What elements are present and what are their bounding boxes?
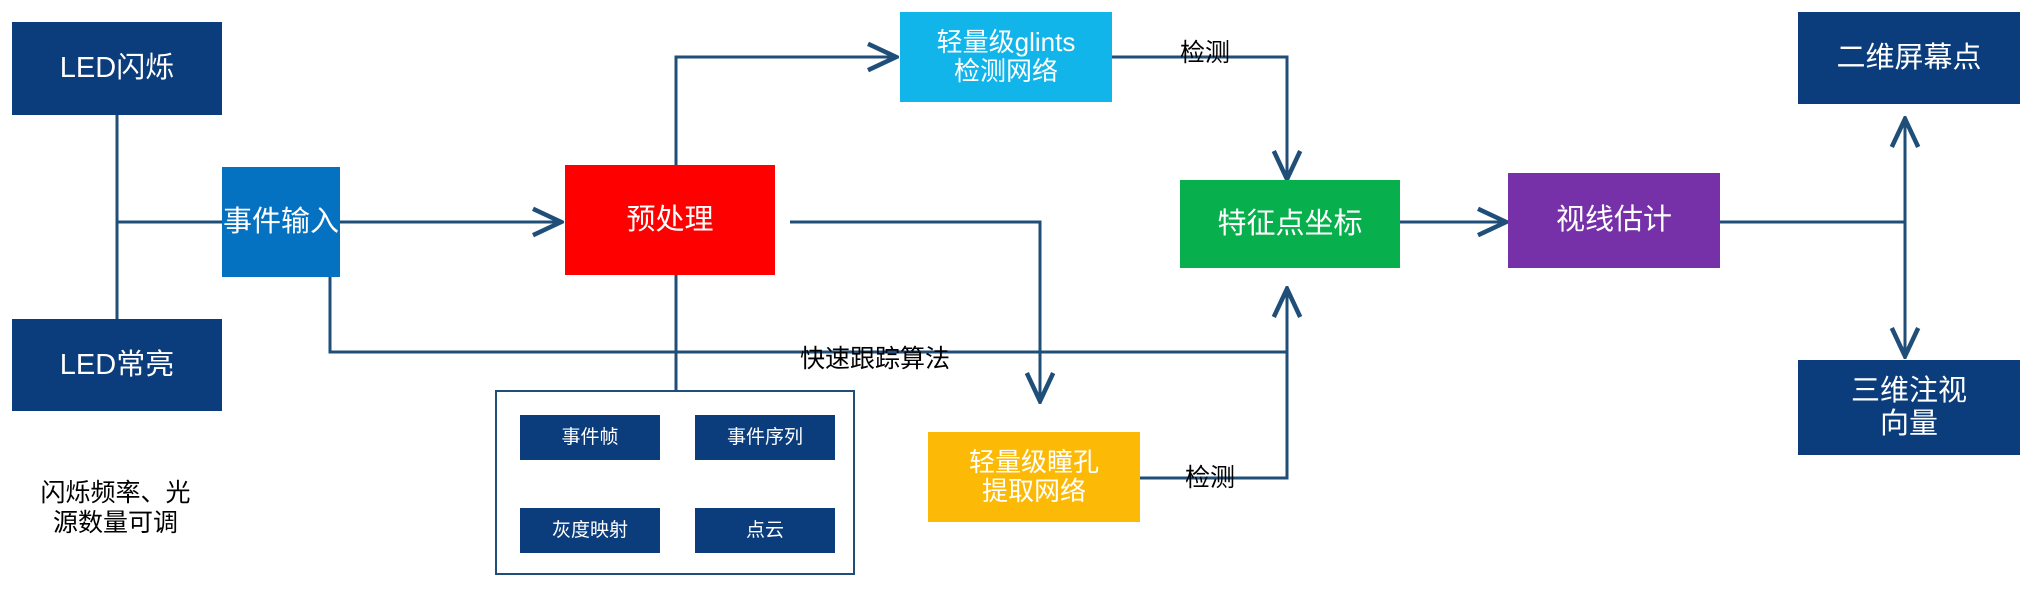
node-gray-mapping[interactable]: 灰度映射 xyxy=(520,508,660,553)
node-event-input[interactable]: 事件输入 xyxy=(222,167,340,277)
led-caption: 闪烁频率、光 源数量可调 xyxy=(8,447,223,539)
node-preprocess[interactable]: 预处理 xyxy=(565,165,775,275)
edge-label-detect-bottom: 检测 xyxy=(1155,432,1265,493)
node-gaze-vector-3d[interactable]: 三维注视 向量 xyxy=(1798,360,2020,455)
led-caption-text: 闪烁频率、光 源数量可调 xyxy=(40,478,191,538)
node-point-cloud[interactable]: 点云 xyxy=(695,508,835,553)
node-preprocess-label: 预处理 xyxy=(626,203,714,236)
node-led-steady-label: LED常亮 xyxy=(59,348,175,381)
node-screen-point-2d-label: 二维屏幕点 xyxy=(1836,41,1982,74)
node-point-cloud-label: 点云 xyxy=(745,519,784,541)
representation-panel xyxy=(495,390,855,575)
node-gaze-estimation[interactable]: 视线估计 xyxy=(1508,173,1720,268)
edge-label-detect-top-text: 检测 xyxy=(1179,38,1230,67)
node-pupil-network-label: 轻量级瞳孔 提取网络 xyxy=(968,446,1099,506)
edge-label-fast-tracking-text: 快速跟踪算法 xyxy=(799,344,950,373)
node-gaze-estimation-label: 视线估计 xyxy=(1555,204,1672,237)
node-event-input-label: 事件输入 xyxy=(222,205,339,238)
node-event-frame-label: 事件帧 xyxy=(561,426,619,448)
node-glints-network-label: 轻量级glints 检测网络 xyxy=(936,26,1076,86)
node-led-blink-label: LED闪烁 xyxy=(59,52,175,85)
node-gray-mapping-label: 灰度映射 xyxy=(551,519,628,541)
node-event-frame[interactable]: 事件帧 xyxy=(520,415,660,460)
node-event-sequence[interactable]: 事件序列 xyxy=(695,415,835,460)
node-screen-point-2d[interactable]: 二维屏幕点 xyxy=(1798,12,2020,104)
node-gaze-vector-3d-label: 三维注视 向量 xyxy=(1850,375,1967,440)
node-event-sequence-label: 事件序列 xyxy=(726,426,803,448)
edge-label-fast-tracking: 快速跟踪算法 xyxy=(755,313,995,374)
edge-label-detect-bottom-text: 检测 xyxy=(1184,463,1235,492)
node-led-steady[interactable]: LED常亮 xyxy=(12,319,222,411)
node-feature-coordinates[interactable]: 特征点坐标 xyxy=(1180,180,1400,268)
node-pupil-network[interactable]: 轻量级瞳孔 提取网络 xyxy=(928,432,1140,522)
edge-label-detect-top: 检测 xyxy=(1150,7,1260,68)
node-glints-network[interactable]: 轻量级glints 检测网络 xyxy=(900,12,1112,102)
node-led-blink[interactable]: LED闪烁 xyxy=(12,22,222,115)
node-feature-coordinates-label: 特征点坐标 xyxy=(1217,207,1363,240)
